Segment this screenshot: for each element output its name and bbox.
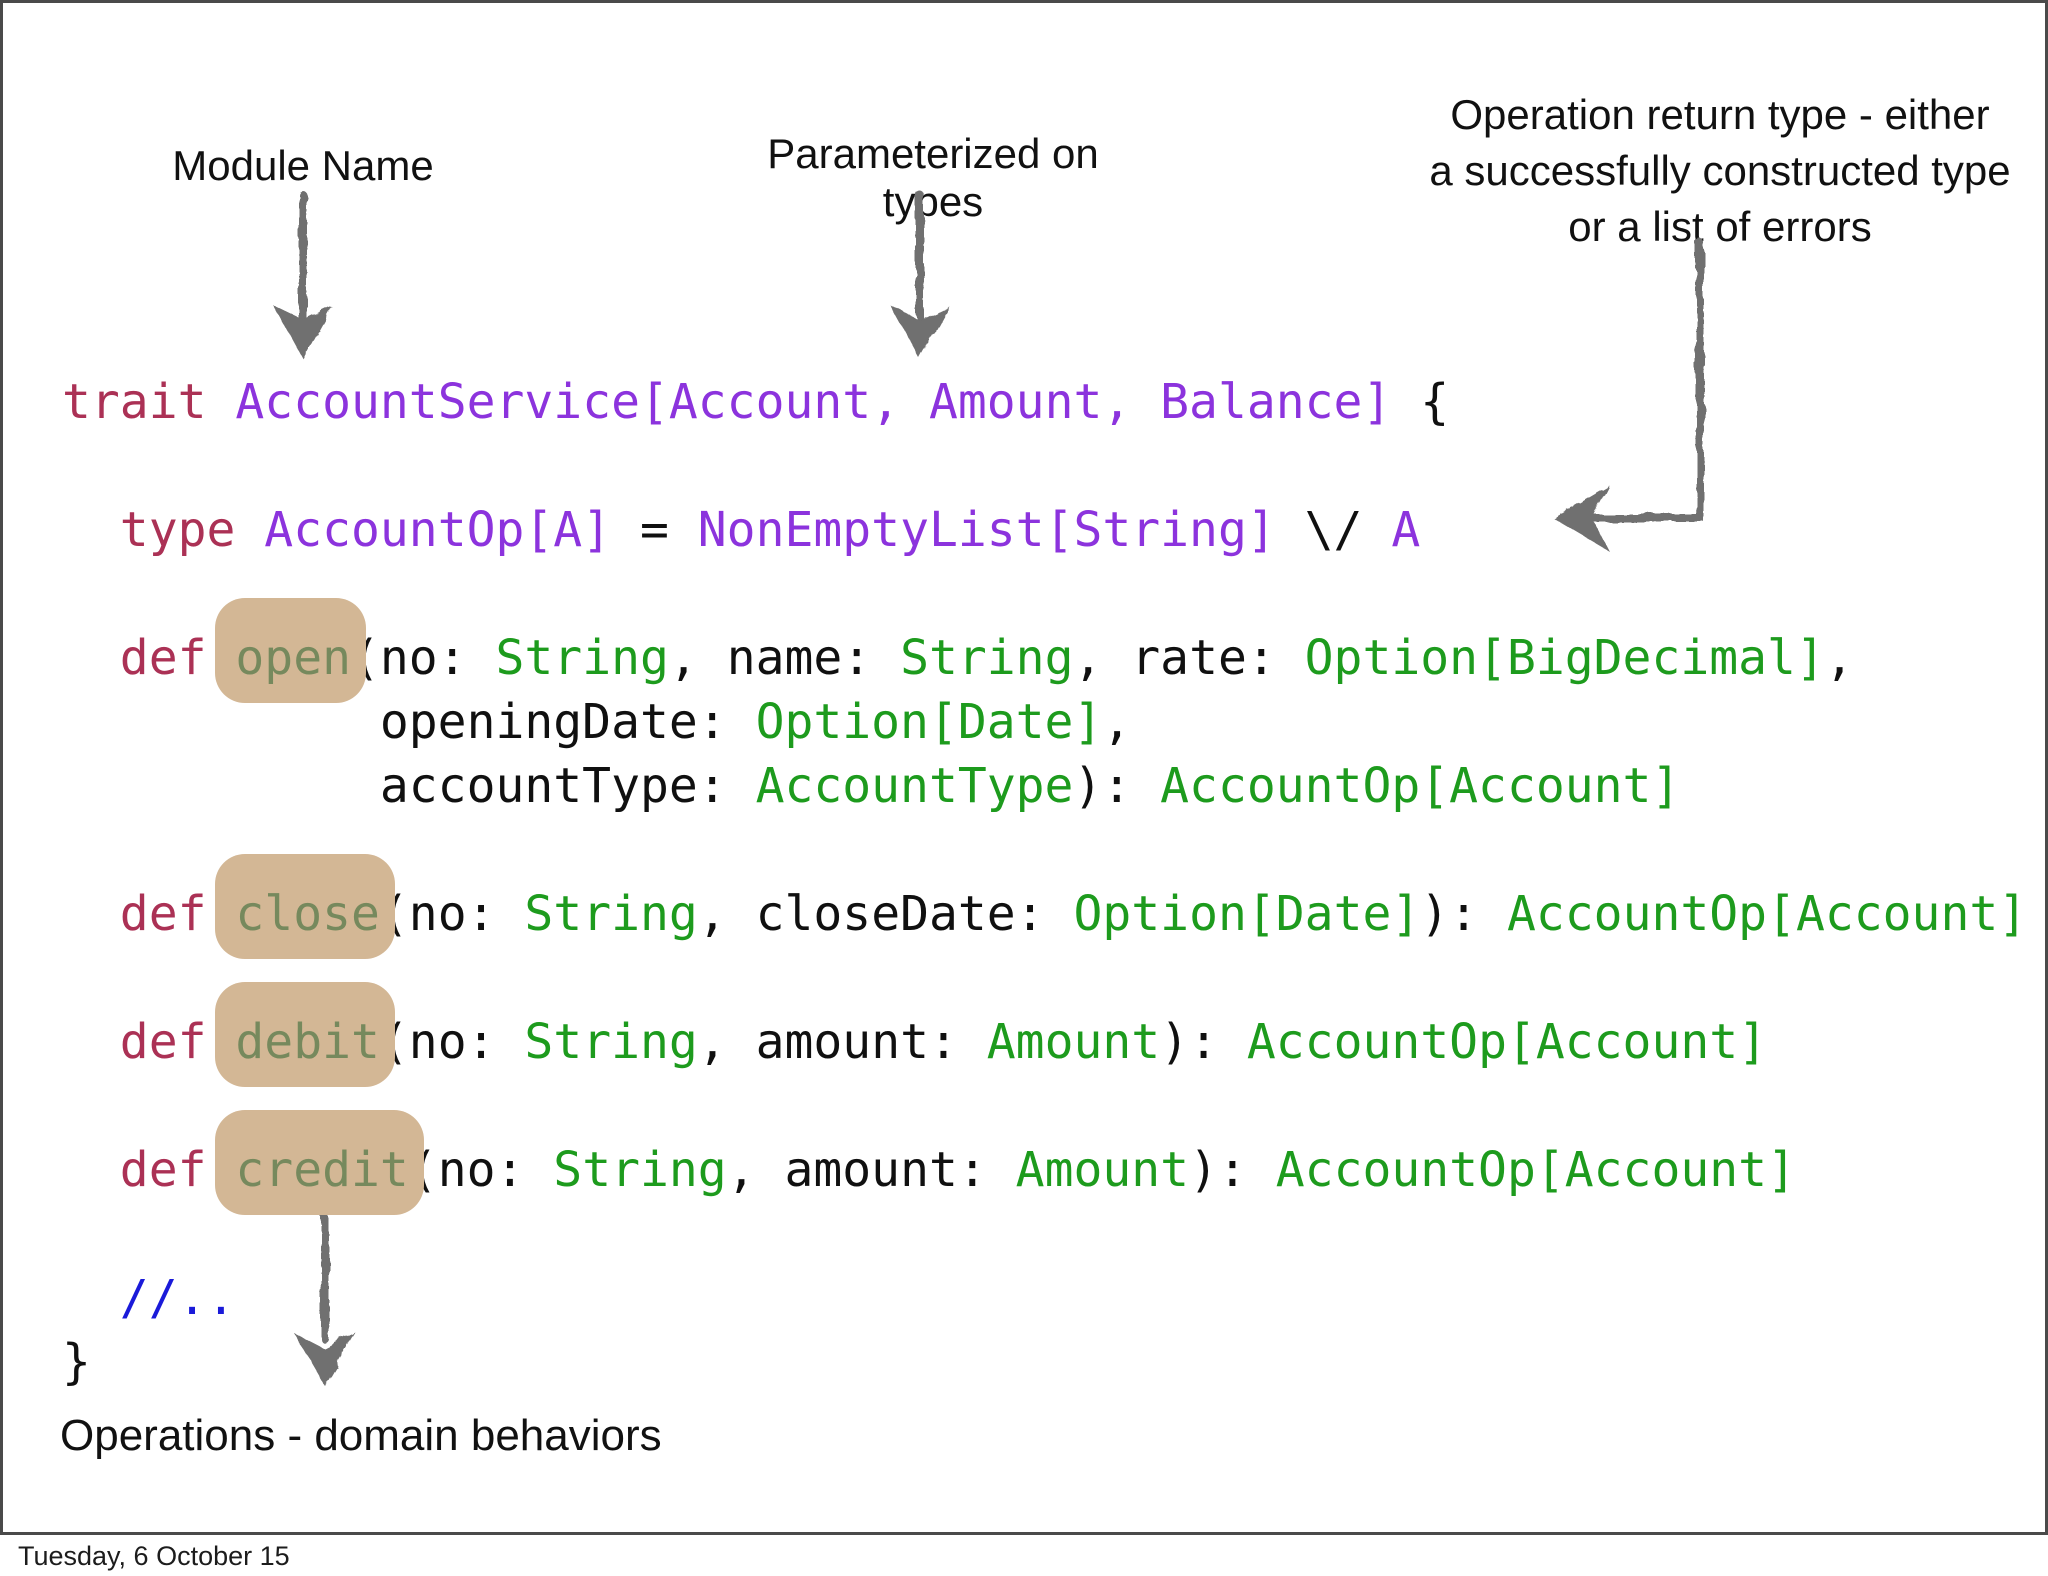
return-type-line-2: a successfully constructed type — [1429, 147, 2011, 194]
code-type: String — [524, 1014, 698, 1070]
code-type: Amount — [1015, 1142, 1190, 1198]
code-text — [62, 1142, 120, 1198]
code-keyword: trait — [62, 374, 207, 430]
code-type: AccountOp[Account] — [1275, 1142, 1796, 1198]
slide: Module Name Parameterized on types Opera… — [0, 0, 2048, 1535]
code-text: } — [62, 1334, 91, 1390]
code-type-param: NonEmptyList[String] — [697, 502, 1276, 558]
code-text: , — [1102, 694, 1132, 750]
code-text — [62, 1014, 120, 1070]
return-type-label: Operation return type - either a success… — [1388, 87, 2048, 255]
code-type-param: A — [1391, 502, 1421, 558]
code-type: AccountType — [755, 758, 1074, 814]
code-text — [207, 374, 236, 430]
code-text — [62, 630, 120, 686]
code-text — [62, 502, 120, 558]
code-text: , amount: — [726, 1142, 1016, 1198]
code-text: ): — [1420, 886, 1507, 942]
code-text: (no: — [351, 630, 496, 686]
code-type: AccountOp[Account] — [1246, 1014, 1768, 1070]
return-type-line-3: or a list of errors — [1568, 203, 1872, 250]
code-type: String — [524, 886, 698, 942]
code-text: , — [1824, 630, 1854, 686]
code-keyword: def — [119, 1142, 207, 1198]
code-type: Amount — [986, 1014, 1161, 1070]
code-text: , amount: — [697, 1014, 987, 1070]
code-text: (no: — [379, 886, 525, 942]
code-type: Option[Date] — [755, 694, 1103, 750]
code-method-name: debit — [235, 1014, 380, 1070]
code-type: String — [900, 630, 1074, 686]
code-type-param: AccountService[Account, Amount, Balance] — [235, 374, 1392, 430]
code-keyword: def — [119, 630, 207, 686]
code-method-name: credit — [235, 1142, 409, 1198]
code-type: String — [553, 1142, 727, 1198]
code-type: Option[Date] — [1073, 886, 1421, 942]
code-text: ): — [1189, 1142, 1276, 1198]
code-text: ): — [1073, 758, 1161, 814]
module-name-arrow-icon — [274, 191, 332, 359]
code-method-name: open — [235, 630, 351, 686]
code-type: String — [495, 630, 669, 686]
code-text: \/ — [1275, 502, 1392, 558]
code-text: , rate: — [1073, 630, 1305, 686]
code-text: (no: — [408, 1142, 554, 1198]
code-method-name: close — [235, 886, 380, 942]
code-text — [62, 886, 120, 942]
code-type: AccountOp[Account] — [1160, 758, 1681, 814]
code-text: { — [1391, 374, 1450, 430]
param-types-label: Parameterized on types — [767, 130, 1099, 225]
code-type: AccountOp[Account] — [1506, 886, 2028, 942]
code-text: (no: — [379, 1014, 525, 1070]
code-keyword: def — [119, 886, 207, 942]
code-text: , name: — [668, 630, 901, 686]
code-text: = — [611, 502, 698, 558]
operations-label: Operations - domain behaviors — [60, 1411, 662, 1460]
code-type-param: AccountOp[A] — [264, 502, 612, 558]
code-text: openingDate: — [62, 694, 756, 750]
code-text: accountType: — [62, 758, 756, 814]
code-text — [235, 502, 264, 558]
code-comment: //.. — [62, 1270, 236, 1326]
footer-date: Tuesday, 6 October 15 — [18, 1541, 290, 1571]
code-type: Option[BigDecimal] — [1304, 630, 1825, 686]
module-name-label: Module Name — [172, 142, 434, 189]
code-keyword: type — [119, 502, 236, 558]
return-type-line-1: Operation return type - either — [1450, 91, 1990, 138]
code-block: trait AccountService[Account, Amount, Ba… — [62, 370, 2027, 1394]
code-text: , closeDate: — [697, 886, 1074, 942]
code-keyword: def — [119, 1014, 207, 1070]
code-text: ): — [1160, 1014, 1247, 1070]
